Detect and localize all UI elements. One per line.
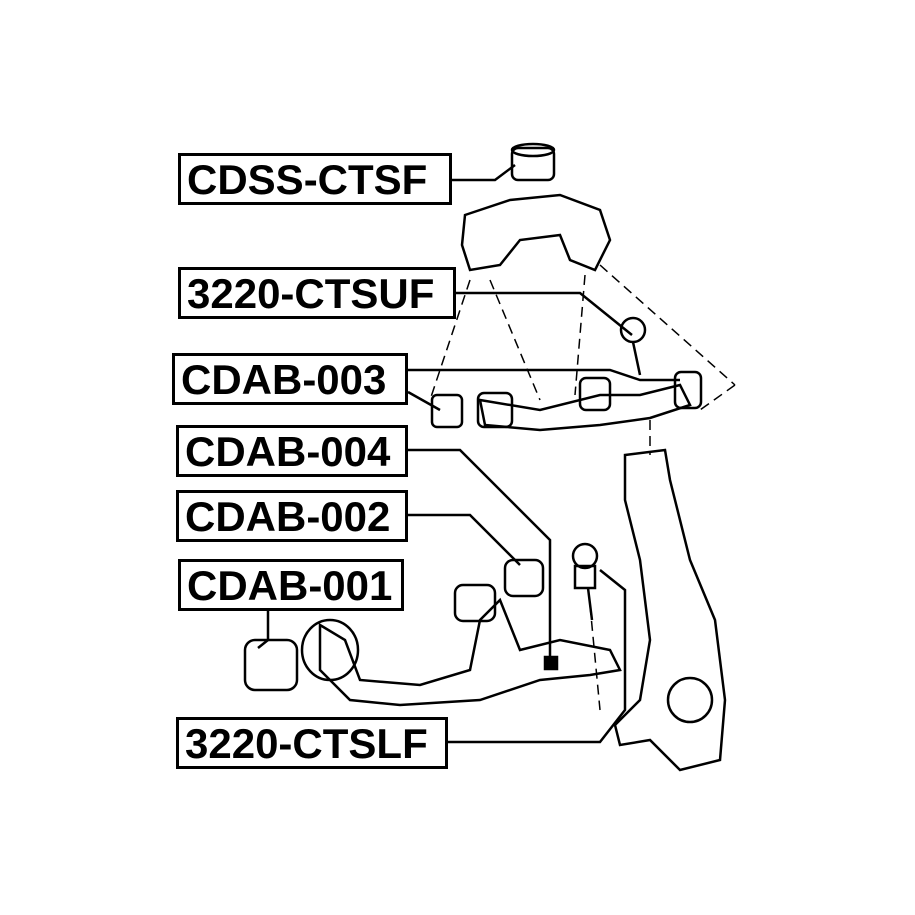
lower-ball-joint (571, 542, 599, 621)
upper-bushings (430, 370, 703, 429)
part-label-3220-ctsuf[interactable]: 3220-CTSUF (178, 267, 456, 319)
part-label-cdab-001[interactable]: CDAB-001 (178, 559, 404, 611)
subframe-bracket (460, 193, 612, 272)
lower-control-arm (318, 597, 622, 707)
part-label-cdab-004[interactable]: CDAB-004 (176, 425, 408, 477)
part-label-cdab-002[interactable]: CDAB-002 (176, 490, 408, 542)
upper-ball-joint (619, 316, 647, 376)
lower-bushings (243, 558, 545, 692)
top-mount-bushing (510, 142, 556, 182)
steering-knuckle (613, 448, 727, 772)
leader-marker (543, 655, 559, 671)
part-label-cdss-ctsf[interactable]: CDSS-CTSF (178, 153, 452, 205)
part-label-cdab-003[interactable]: CDAB-003 (172, 353, 408, 405)
leader-lines (257, 164, 680, 744)
assembly-dashed-lines (429, 264, 736, 711)
part-label-3220-ctslf[interactable]: 3220-CTSLF (176, 717, 448, 769)
